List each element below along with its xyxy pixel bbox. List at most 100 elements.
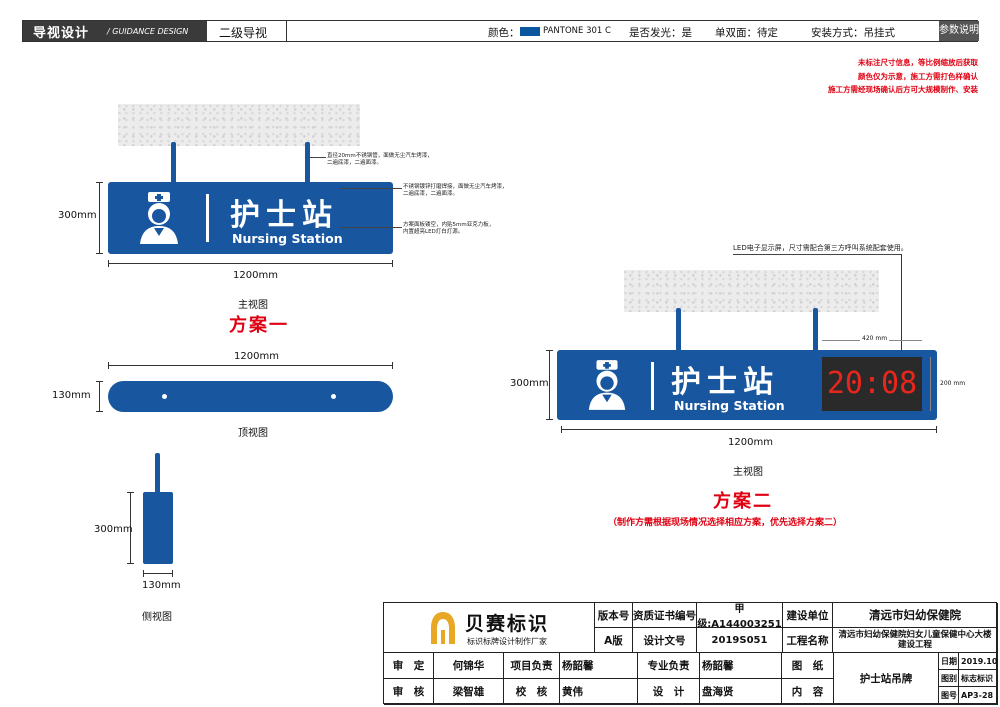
unit-name: 清远市妇幼保健院 <box>833 603 998 628</box>
type-label: 图别 <box>939 670 959 687</box>
color-swatch <box>520 27 540 36</box>
ceiling-block <box>624 270 879 312</box>
caption-top: 顶视图 <box>238 428 268 439</box>
leader-line <box>340 227 402 228</box>
sign-title-cn: 护士站 <box>230 198 338 233</box>
annotation-frame: 不锈钢镀锌打磨焊接，面做无尘汽车烤漆，二遍底漆，二遍面漆。 <box>403 184 508 197</box>
drawing-label: 图 纸 <box>782 653 834 679</box>
dim-width: 1200mm <box>728 437 773 448</box>
header-bar: 导视设计 / GUIDANCE DESIGN 二级导视 颜色： PANTONE … <box>22 20 979 42</box>
dim-height: 300mm <box>510 378 549 389</box>
no-label: 图号 <box>939 687 959 705</box>
content-label: 内 容 <box>782 679 834 705</box>
caption-front: 主视图 <box>238 300 268 311</box>
dim-line <box>108 365 393 366</box>
lead-label: 专业负责 <box>638 653 700 679</box>
level-label: 二级导视 <box>219 26 268 40</box>
approve-name: 何锦华 <box>434 653 504 679</box>
logo-icon <box>430 611 455 644</box>
dim-depth: 130mm <box>52 390 91 401</box>
params-button[interactable]: 参数说明 <box>939 21 979 41</box>
pm-label: 项目负责 <box>504 653 560 679</box>
doc-label: 设计文号 <box>633 628 697 653</box>
section-tag: 导视设计 / GUIDANCE DESIGN <box>23 21 207 41</box>
section-subtitle: / GUIDANCE DESIGN <box>107 27 189 36</box>
sign-front: 护士站 Nursing Station <box>108 182 393 254</box>
nurse-icon <box>588 360 626 410</box>
design-name: 盘海贤 <box>700 679 782 705</box>
dim-line <box>130 492 131 564</box>
review-name: 梁智雄 <box>434 679 504 705</box>
date-label: 日期 <box>939 653 959 670</box>
sign-title-en: Nursing Station <box>232 231 343 246</box>
dim-line <box>561 429 937 430</box>
sign-title-en: Nursing Station <box>674 398 785 413</box>
caption-side: 侧视图 <box>142 612 172 623</box>
dim-line <box>549 350 550 420</box>
review-label: 审 核 <box>384 679 434 705</box>
leader-line <box>310 157 326 158</box>
title-block: 贝赛标识 标识标牌设计制作厂家 版本号 资质证书编号 甲级:A144003251… <box>383 602 998 705</box>
dim-line <box>99 182 100 254</box>
sign-divider <box>651 362 654 410</box>
led-clock-display: 20:08 <box>822 357 922 411</box>
nurse-icon <box>140 192 178 244</box>
version-label: 版本号 <box>595 603 633 628</box>
date-value: 2019.10 <box>959 653 998 670</box>
dim-width: 1200mm <box>234 351 279 362</box>
unit-label: 建设单位 <box>783 603 833 628</box>
project-label: 工程名称 <box>783 628 833 653</box>
section-title: 导视设计 <box>33 26 90 41</box>
type-value: 标志标识 <box>959 670 998 687</box>
dim-line <box>99 381 100 412</box>
install-label: 安装方式：吊挂式 <box>811 27 895 39</box>
rod-hole <box>331 394 336 399</box>
dim-line <box>930 357 931 411</box>
leader-line <box>733 254 901 255</box>
approve-label: 审 定 <box>384 653 434 679</box>
no-value: AP3-28 <box>959 687 998 705</box>
dim-line <box>108 263 393 264</box>
scheme-two-title: 方案二 <box>713 491 773 512</box>
rod-hole <box>162 394 167 399</box>
annotation-rod: 直径20mm不锈钢管，面做无尘汽车烤漆，二遍底漆，二遍面漆。 <box>327 153 433 166</box>
pm-name: 杨韶馨 <box>560 653 638 679</box>
leader-line <box>340 188 402 189</box>
company-subtitle: 标识标牌设计制作厂家 <box>466 636 547 646</box>
dim-line <box>143 573 173 574</box>
hanging-rod <box>171 142 176 184</box>
sign-title-cn: 护士站 <box>671 365 779 400</box>
content-name: 护士站吊牌 <box>834 653 939 705</box>
cert-label: 资质证书编号 <box>633 603 697 628</box>
lead-name: 杨韶馨 <box>700 653 782 679</box>
leader-line <box>901 254 902 358</box>
check-name: 黄伟 <box>560 679 638 705</box>
ceiling-block <box>118 104 360 146</box>
cert-grade: 甲级:A144003251 <box>697 603 783 630</box>
caption-front2: 主视图 <box>733 467 763 478</box>
check-label: 校 核 <box>504 679 560 705</box>
hanging-rod <box>305 142 310 184</box>
level-divider <box>207 21 287 41</box>
annotation-led: LED电子显示屏，尺寸需配合第三方呼叫系统配套使用。 <box>733 244 908 252</box>
dim-depth: 130mm <box>142 580 181 591</box>
dim-led-width: 420 mm <box>860 335 890 342</box>
hanging-rod <box>813 308 818 352</box>
lit-label: 是否发光：是 <box>629 27 692 39</box>
company-name: 贝赛标识 <box>464 612 549 635</box>
color-value: PANTONE 301 C <box>543 26 611 36</box>
hanging-rod <box>155 453 160 495</box>
note-line: 颜色仅为示意，施工方需打色样确认 <box>858 72 978 81</box>
note-line: 未标注尺寸信息，等比例缩放后获取 <box>858 58 978 67</box>
design-label: 设 计 <box>638 679 700 705</box>
dim-width: 1200mm <box>233 270 278 281</box>
dim-height: 300mm <box>94 524 133 535</box>
project-name: 清远市妇幼保健院妇女儿童保健中心大楼建设工程 <box>833 628 998 653</box>
doc-number: 2019S051 <box>697 628 783 653</box>
hanging-rod <box>676 308 681 352</box>
annotation-face: 方案面板镂空，内贴5mm亚克力板，内置超亮LED灯白灯源。 <box>403 222 495 235</box>
company-logo-area: 贝赛标识 标识标牌设计制作厂家 <box>384 603 595 653</box>
scheme-one-title: 方案一 <box>229 315 289 336</box>
dim-led-height: 200 mm <box>940 380 966 387</box>
color-label: 颜色： <box>488 27 520 39</box>
